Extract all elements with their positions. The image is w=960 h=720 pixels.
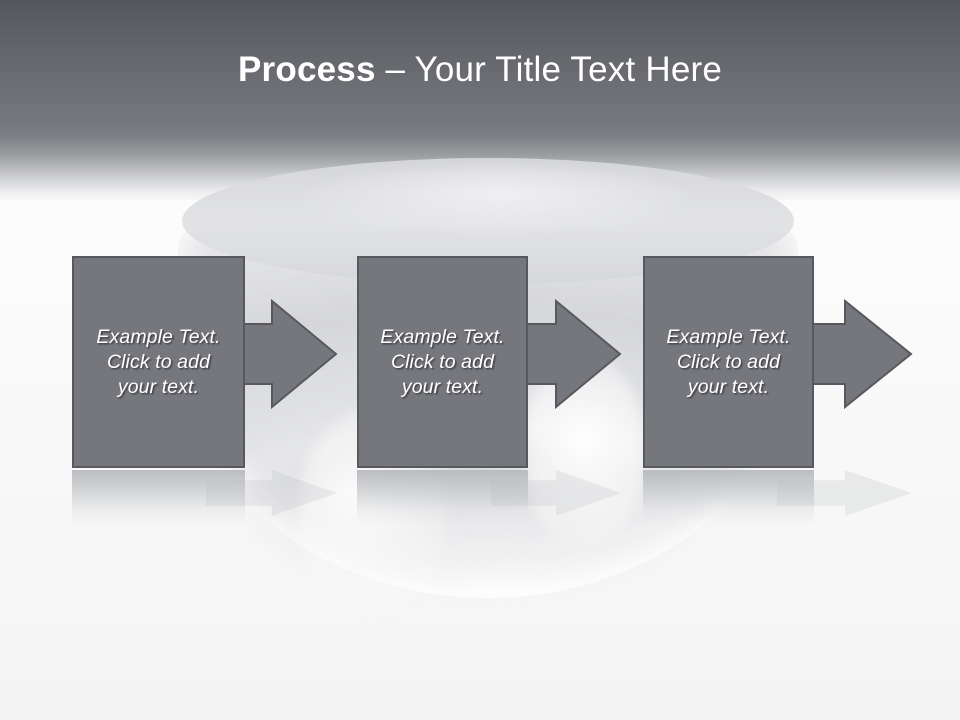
- step-2-box[interactable]: Example Text. Click to add your text.: [357, 256, 528, 468]
- step-1-text[interactable]: Example Text. Click to add your text.: [96, 325, 221, 398]
- arrow-2-reflection: [491, 470, 622, 516]
- arrow-1-reflection: [206, 470, 338, 516]
- step-3-text[interactable]: Example Text. Click to add your text.: [666, 325, 791, 398]
- dome-top-highlight: [298, 166, 688, 232]
- step-3-reflection: [643, 470, 814, 532]
- step-2-text[interactable]: Example Text. Click to add your text.: [380, 325, 505, 398]
- step-3-box[interactable]: Example Text. Click to add your text.: [643, 256, 814, 468]
- process-step-2[interactable]: Example Text. Click to add your text.: [357, 256, 528, 468]
- step-1-box[interactable]: Example Text. Click to add your text.: [72, 256, 245, 468]
- title-separator: –: [375, 50, 415, 89]
- step-1-reflection: [72, 470, 245, 532]
- step-2-reflection: [357, 470, 528, 532]
- arrow-3-reflection: [777, 470, 913, 516]
- title-emphasis: Process: [238, 50, 376, 89]
- slide-title: Process – Your Title Text Here: [0, 48, 960, 92]
- title-rest: Your Title Text Here: [414, 50, 722, 89]
- process-step-1[interactable]: Example Text. Click to add your text.: [72, 256, 245, 468]
- dome-glow-right: [524, 356, 644, 546]
- process-step-3[interactable]: Example Text. Click to add your text.: [643, 256, 814, 468]
